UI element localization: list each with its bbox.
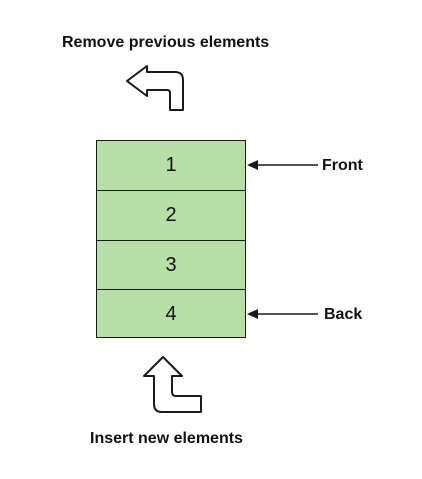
remove-caption: Remove previous elements — [62, 34, 270, 51]
queue-cell: 4 — [97, 289, 245, 338]
front-label: Front — [322, 157, 363, 174]
insert-caption: Insert new elements — [90, 430, 243, 447]
back-pointer-arrow-icon — [247, 309, 318, 319]
queue-box: 1 2 3 4 — [96, 140, 246, 338]
queue-cell: 2 — [97, 190, 245, 240]
front-pointer-arrow-icon — [247, 160, 318, 170]
queue-cell: 3 — [97, 240, 245, 290]
enqueue-arrow-icon — [143, 356, 202, 413]
dequeue-arrow-icon — [126, 65, 184, 111]
queue-cell: 1 — [165, 154, 177, 176]
back-label: Back — [324, 306, 363, 323]
